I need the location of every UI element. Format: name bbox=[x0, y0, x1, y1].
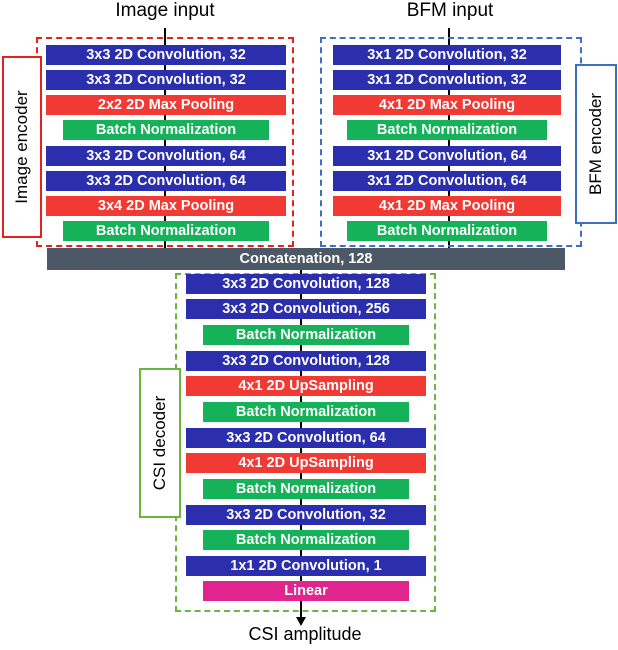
decoder-conv-layer: 3x3 2D Convolution, 256 bbox=[186, 299, 426, 319]
bfm-input-caption: BFM input bbox=[406, 0, 494, 21]
image-conv-layer: 3x3 2D Convolution, 32 bbox=[46, 45, 286, 65]
csi-decoder-label-box: CSI decoder bbox=[139, 368, 181, 518]
csi-decoder-label: CSI decoder bbox=[150, 395, 169, 491]
concatenation-layer: Concatenation, 128 bbox=[47, 248, 565, 270]
bfm-pooling-layer: 4x1 2D Max Pooling bbox=[333, 95, 561, 115]
bfm-encoder-label: BFM encoder bbox=[586, 92, 605, 196]
decoder-upsampling-layer: 4x1 2D UpSampling bbox=[186, 453, 426, 473]
decoder-upsampling-layer: 4x1 2D UpSampling bbox=[186, 376, 426, 396]
decoder-batchnorm-layer: Batch Normalization bbox=[203, 479, 409, 499]
bfm-batchnorm-layer: Batch Normalization bbox=[347, 120, 547, 140]
image-batchnorm-layer: Batch Normalization bbox=[63, 120, 269, 140]
image-conv-layer: 3x3 2D Convolution, 64 bbox=[46, 146, 286, 166]
image-conv-layer: 3x3 2D Convolution, 32 bbox=[46, 70, 286, 90]
image-encoder-label: Image encoder bbox=[12, 90, 31, 204]
decoder-batchnorm-layer: Batch Normalization bbox=[203, 402, 409, 422]
decoder-conv-layer: 3x3 2D Convolution, 128 bbox=[186, 274, 426, 294]
bfm-pooling-layer: 4x1 2D Max Pooling bbox=[333, 196, 561, 216]
output-arrowhead bbox=[296, 617, 306, 626]
decoder-conv-layer: 3x3 2D Convolution, 64 bbox=[186, 428, 426, 448]
decoder-conv-layer: 3x3 2D Convolution, 32 bbox=[186, 505, 426, 525]
decoder-linear-layer: Linear bbox=[203, 581, 409, 601]
bfm-conv-layer: 3x1 2D Convolution, 32 bbox=[333, 45, 561, 65]
decoder-batchnorm-layer: Batch Normalization bbox=[203, 325, 409, 345]
bfm-batchnorm-layer: Batch Normalization bbox=[347, 221, 547, 241]
csi-amplitude-caption: CSI amplitude bbox=[248, 624, 362, 644]
decoder-batchnorm-layer: Batch Normalization bbox=[203, 530, 409, 550]
image-encoder-label-box: Image encoder bbox=[2, 56, 42, 238]
bfm-conv-layer: 3x1 2D Convolution, 64 bbox=[333, 146, 561, 166]
image-input-caption: Image input bbox=[115, 0, 215, 21]
bfm-encoder-label-box: BFM encoder bbox=[575, 64, 617, 224]
decoder-conv-layer: 1x1 2D Convolution, 1 bbox=[186, 556, 426, 576]
image-conv-layer: 3x3 2D Convolution, 64 bbox=[46, 171, 286, 191]
decoder-conv-layer: 3x3 2D Convolution, 128 bbox=[186, 351, 426, 371]
image-pooling-layer: 2x2 2D Max Pooling bbox=[46, 95, 286, 115]
image-batchnorm-layer: Batch Normalization bbox=[63, 221, 269, 241]
image-pooling-layer: 3x4 2D Max Pooling bbox=[46, 196, 286, 216]
bfm-conv-layer: 3x1 2D Convolution, 64 bbox=[333, 171, 561, 191]
bfm-conv-layer: 3x1 2D Convolution, 32 bbox=[333, 70, 561, 90]
